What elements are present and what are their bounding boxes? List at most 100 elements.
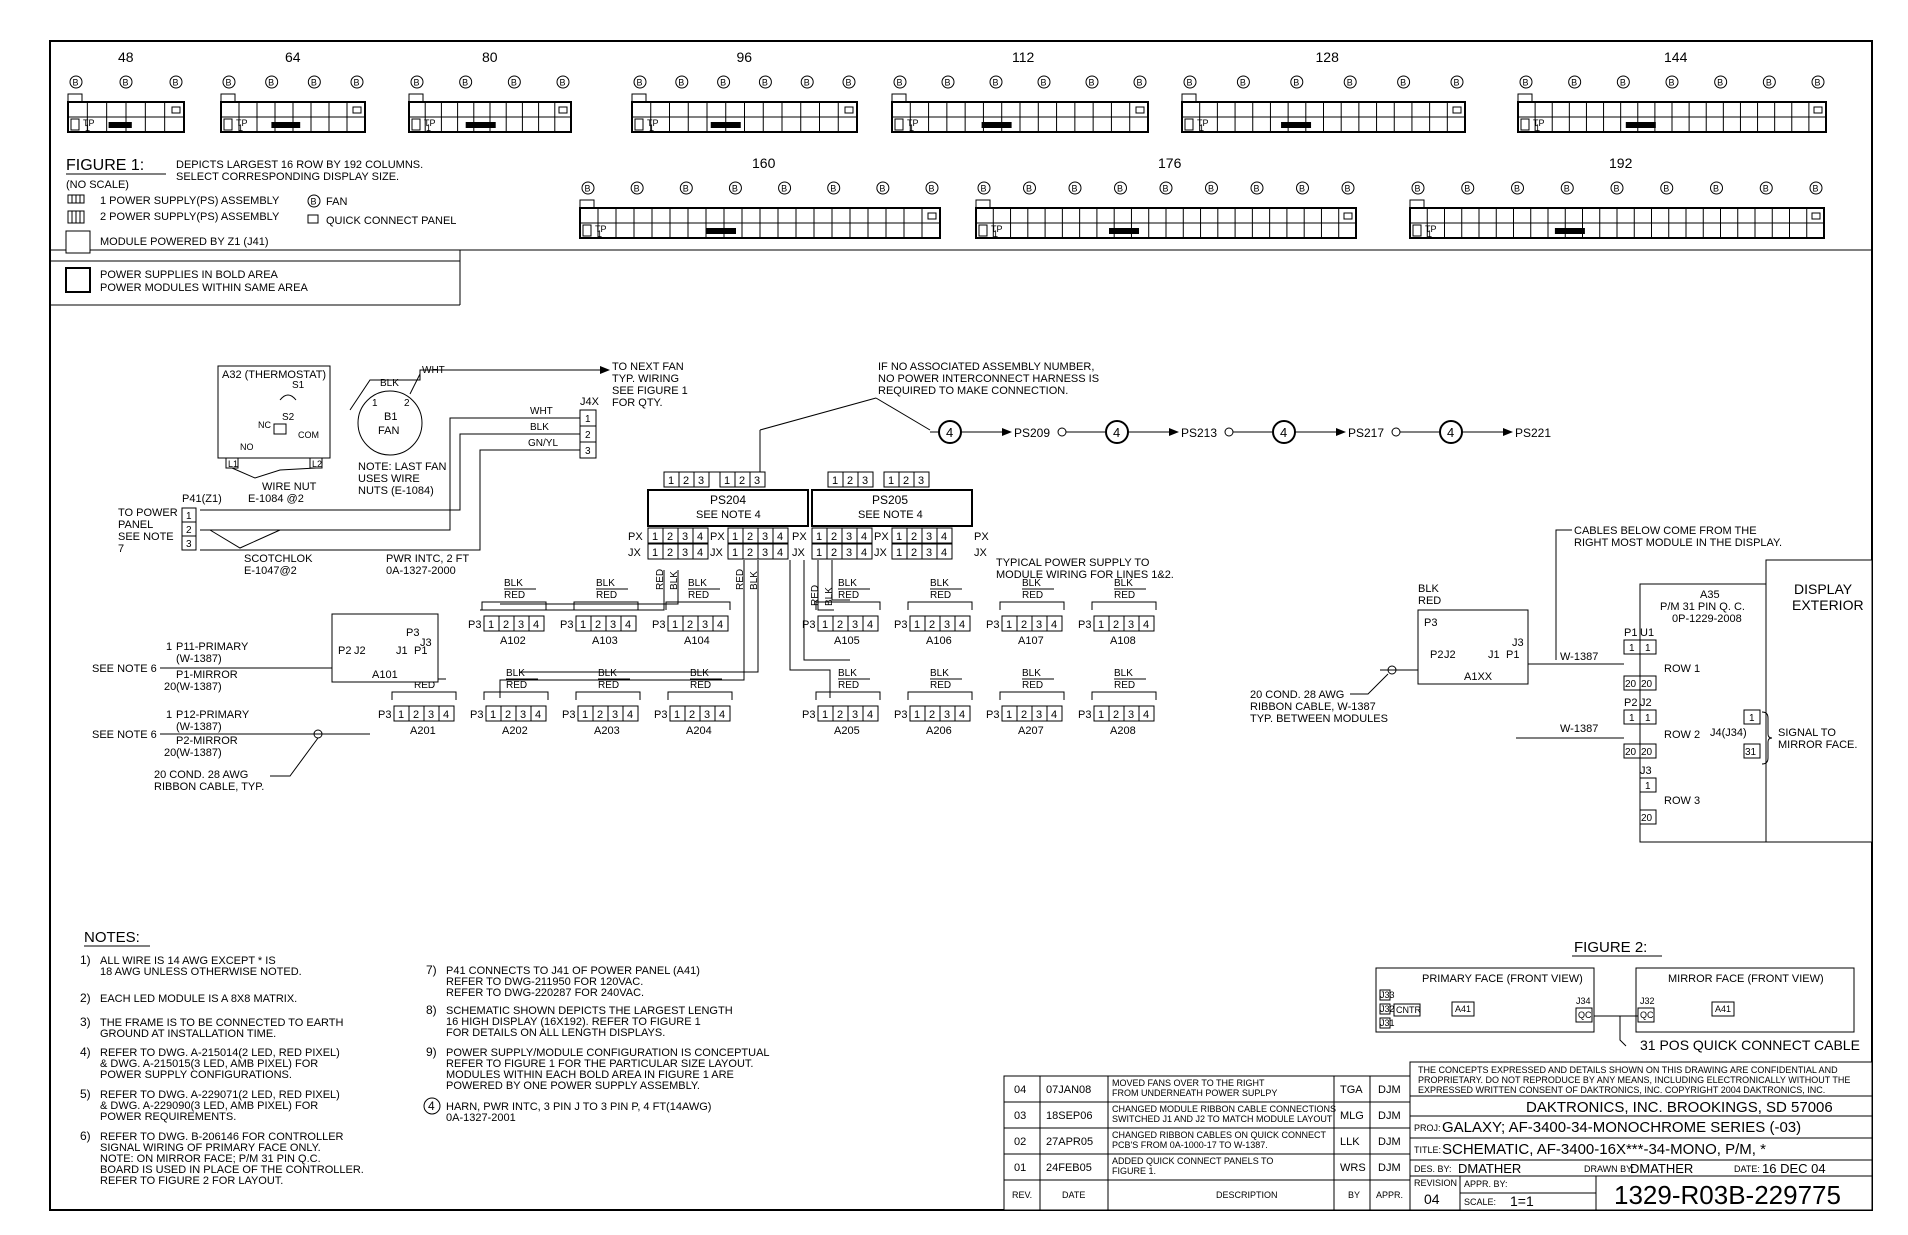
fan-icon bbox=[717, 75, 731, 89]
svg-text:3: 3 bbox=[926, 547, 932, 559]
svg-text:B1: B1 bbox=[384, 411, 397, 423]
svg-text:1: 1 bbox=[372, 398, 378, 409]
fan-icon bbox=[1759, 181, 1773, 195]
svg-text:SEE NOTE 4: SEE NOTE 4 bbox=[858, 509, 923, 521]
fan-icon bbox=[728, 181, 742, 195]
svg-text:ROW 2: ROW 2 bbox=[1664, 729, 1700, 741]
svg-text:RED: RED bbox=[1114, 590, 1135, 601]
right-mirror-area: CABLES BELOW COME FROM THE RIGHT MOST MO… bbox=[1250, 525, 1873, 843]
svg-text:4: 4 bbox=[1143, 709, 1149, 721]
svg-text:RIBBON CABLE, W-1387: RIBBON CABLE, W-1387 bbox=[1250, 701, 1376, 713]
fan-icon bbox=[410, 75, 424, 89]
svg-text:4: 4 bbox=[1280, 425, 1287, 440]
svg-text:B: B bbox=[1813, 184, 1819, 194]
svg-text:3: 3 bbox=[918, 475, 924, 487]
svg-text:31: 31 bbox=[1745, 747, 1757, 758]
svg-text:P3: P3 bbox=[652, 619, 665, 631]
svg-text:2: 2 bbox=[667, 547, 673, 559]
svg-text:1: 1 bbox=[822, 709, 828, 721]
svg-text:B: B bbox=[1713, 184, 1719, 194]
svg-text:1: 1 bbox=[896, 547, 902, 559]
fan-b1-icon bbox=[357, 390, 423, 456]
svg-text:TP: TP bbox=[1533, 118, 1545, 128]
svg-text:P3: P3 bbox=[1078, 709, 1091, 721]
svg-text:J3: J3 bbox=[1640, 765, 1652, 777]
svg-text:(W-1387): (W-1387) bbox=[176, 747, 222, 759]
svg-text:B: B bbox=[781, 184, 787, 194]
svg-text:3: 3 bbox=[585, 446, 591, 457]
fan-icon bbox=[1660, 181, 1674, 195]
drawing-title: SCHEMATIC, AF-3400-16X***-34-MONO, P/M, … bbox=[1442, 1141, 1766, 1158]
fan-icon bbox=[1183, 75, 1197, 89]
size-label: 64 bbox=[285, 49, 301, 65]
svg-text:PX: PX bbox=[974, 531, 989, 543]
svg-text:4: 4 bbox=[959, 619, 965, 631]
svg-text:REFER TO DWG-211950 FOR 120VAC: REFER TO DWG-211950 FOR 120VAC. bbox=[446, 976, 643, 988]
svg-text:MOVED FANS OVER TO THE RIGHT: MOVED FANS OVER TO THE RIGHT bbox=[1112, 1078, 1265, 1088]
svg-text:S2: S2 bbox=[282, 412, 295, 423]
svg-text:P/M 31 PIN Q. C.: P/M 31 PIN Q. C. bbox=[1660, 601, 1745, 613]
svg-text:2: 2 bbox=[837, 619, 843, 631]
svg-text:2): 2) bbox=[80, 991, 91, 1005]
svg-text:P3: P3 bbox=[378, 709, 391, 721]
svg-text:1: 1 bbox=[816, 531, 822, 543]
fan-icon bbox=[1809, 181, 1823, 195]
svg-text:RED: RED bbox=[598, 680, 619, 691]
svg-text:ROW 1: ROW 1 bbox=[1664, 663, 1700, 675]
svg-text:NUTS (E-1084): NUTS (E-1084) bbox=[358, 485, 434, 497]
svg-text:B: B bbox=[1293, 78, 1299, 88]
svg-text:BLK: BLK bbox=[1418, 583, 1439, 595]
svg-text:BLK: BLK bbox=[688, 578, 707, 589]
fan-icon bbox=[1114, 181, 1127, 195]
svg-text:2: 2 bbox=[585, 430, 591, 441]
svg-text:SWITCHED J1 AND J2 TO MATCH MO: SWITCHED J1 AND J2 TO MATCH MODULE LAYOU… bbox=[1112, 1114, 1333, 1124]
legend-qc: QUICK CONNECT PANEL bbox=[326, 215, 456, 227]
svg-text:RED: RED bbox=[506, 680, 527, 691]
svg-text:WHT: WHT bbox=[530, 406, 553, 417]
svg-text:B: B bbox=[1514, 184, 1520, 194]
svg-text:04: 04 bbox=[1014, 1084, 1026, 1096]
svg-text:1: 1 bbox=[585, 414, 591, 425]
svg-text:2: 2 bbox=[413, 709, 419, 721]
svg-text:GROUND AT INSTALLATION TIME.: GROUND AT INSTALLATION TIME. bbox=[100, 1028, 276, 1040]
svg-text:1: 1 bbox=[238, 123, 243, 133]
svg-text:B: B bbox=[1345, 184, 1351, 194]
svg-text:4: 4 bbox=[625, 619, 631, 631]
svg-text:B: B bbox=[1415, 184, 1421, 194]
svg-text:TP: TP bbox=[907, 118, 919, 128]
fan-icon bbox=[679, 181, 693, 195]
svg-text:CHANGED MODULE RIBBON CABLE CO: CHANGED MODULE RIBBON CABLE CONNECTIONS bbox=[1112, 1104, 1336, 1114]
svg-text:1: 1 bbox=[832, 475, 838, 487]
svg-text:1: 1 bbox=[732, 531, 738, 543]
svg-text:B: B bbox=[846, 78, 852, 88]
svg-text:1: 1 bbox=[488, 619, 494, 631]
svg-text:A203: A203 bbox=[594, 725, 620, 737]
svg-text:J32: J32 bbox=[1380, 1004, 1395, 1014]
svg-text:& DWG. A-215015(3 LED, AMB PIX: & DWG. A-215015(3 LED, AMB PIXEL) FOR bbox=[100, 1058, 318, 1070]
fan-icon bbox=[1714, 75, 1728, 89]
svg-text:CHANGED RIBBON CABLES ON QUICK: CHANGED RIBBON CABLES ON QUICK CONNECT bbox=[1112, 1130, 1327, 1140]
svg-text:& DWG. A-229090(3 LED, AMB PIX: & DWG. A-229090(3 LED, AMB PIXEL) FOR bbox=[100, 1100, 318, 1112]
svg-text:A208: A208 bbox=[1110, 725, 1136, 737]
svg-text:1: 1 bbox=[888, 475, 894, 487]
notes-section: NOTES: 1)ALL WIRE IS 14 AWG EXCEPT * IS1… bbox=[80, 929, 770, 1187]
svg-text:B: B bbox=[1523, 78, 1529, 88]
svg-text:W-1387: W-1387 bbox=[1560, 651, 1598, 663]
fan-icon bbox=[1037, 75, 1051, 89]
svg-text:A35: A35 bbox=[1700, 589, 1720, 601]
svg-text:4: 4 bbox=[1051, 619, 1057, 631]
svg-text:J34: J34 bbox=[1576, 996, 1591, 1006]
svg-text:A106: A106 bbox=[926, 635, 952, 647]
svg-text:1=1: 1=1 bbox=[1510, 1193, 1534, 1209]
chain-ps209: PS209 bbox=[1014, 426, 1050, 440]
svg-text:A1XX: A1XX bbox=[1464, 671, 1493, 683]
fan-icon bbox=[307, 194, 321, 208]
fan-icon bbox=[1205, 181, 1218, 195]
svg-text:TO POWER: TO POWER bbox=[118, 507, 178, 519]
